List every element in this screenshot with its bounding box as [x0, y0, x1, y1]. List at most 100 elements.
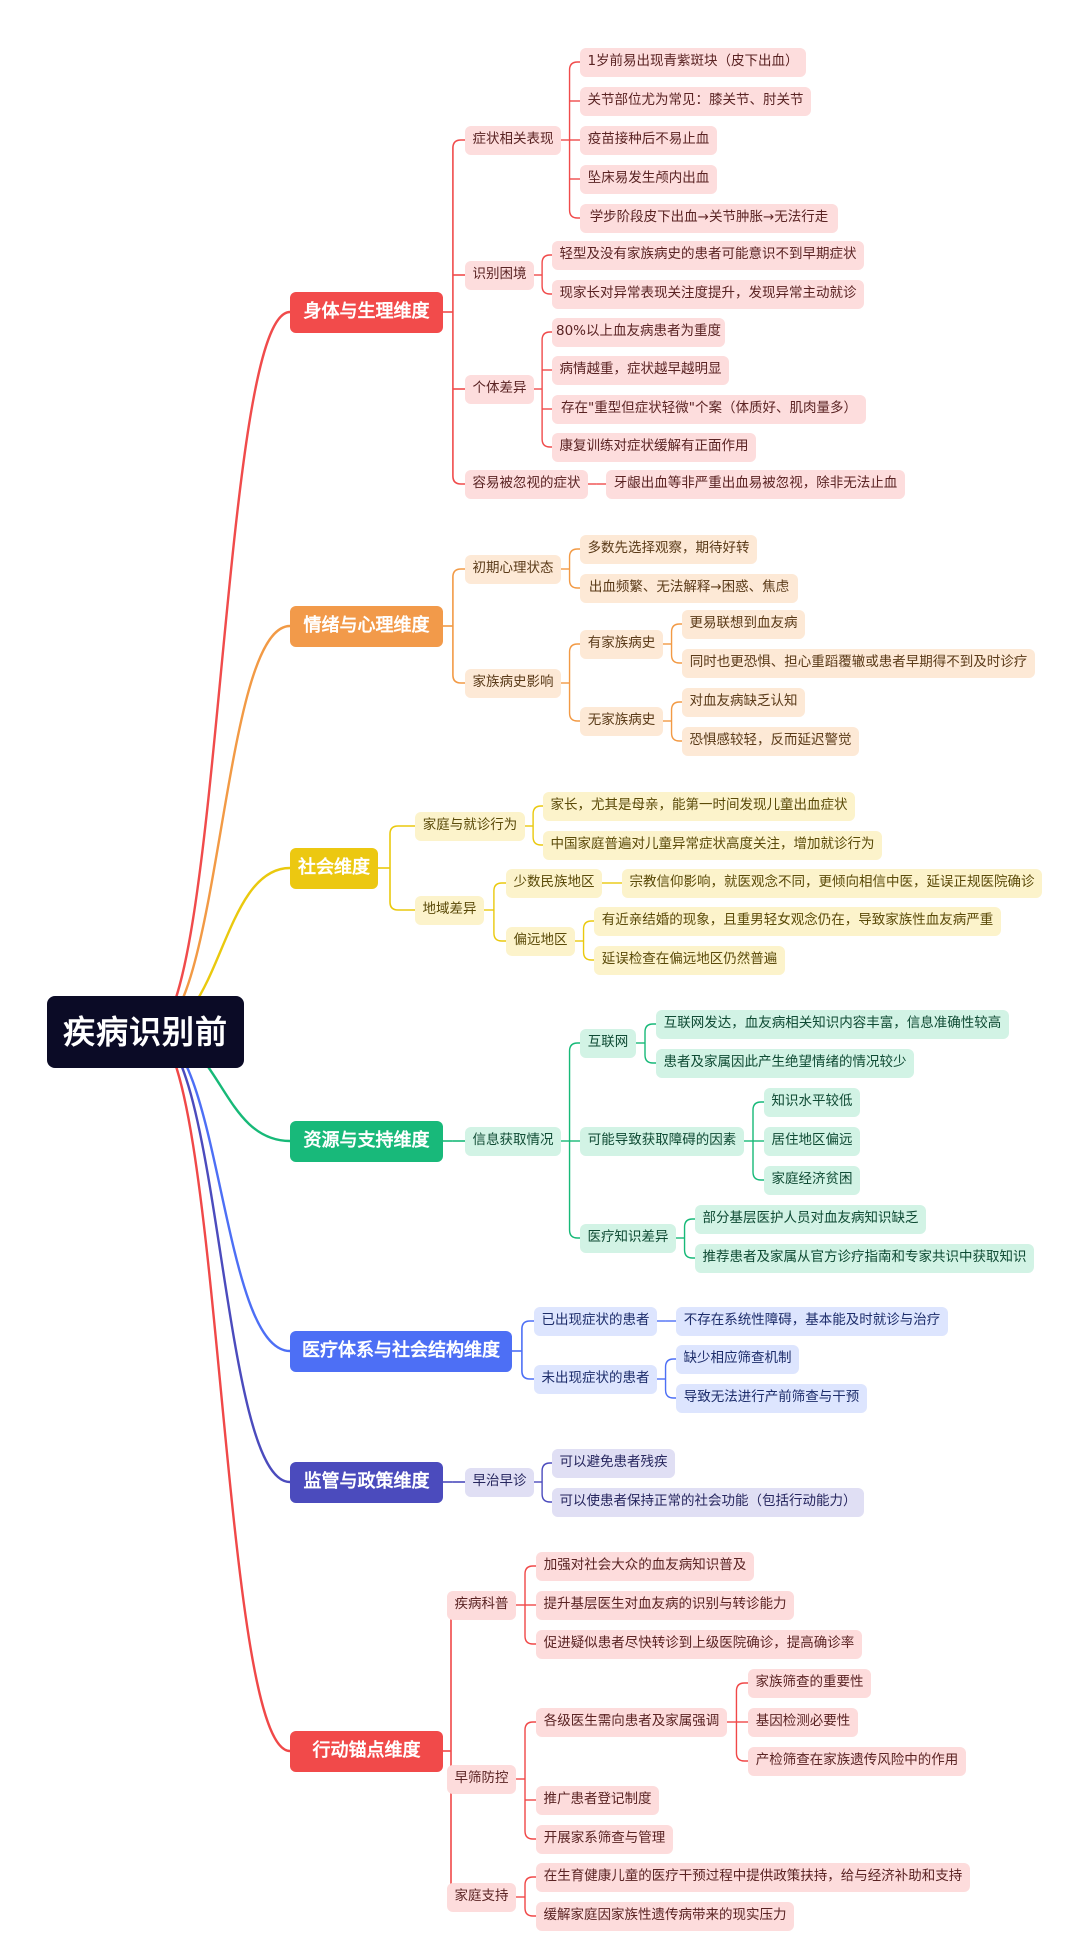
sub-node: 早治早诊 [465, 1467, 534, 1497]
leaf-node: 基因检测必要性 [748, 1707, 858, 1737]
connector-line [452, 568, 465, 578]
leaf-node: 1岁前易出现青紫斑块（皮下出血） [580, 47, 806, 77]
leaf-node: 不存在系统性障碍，基本能及时就诊与治疗 [676, 1306, 948, 1336]
connector-line [524, 1830, 536, 1840]
leaf-node: 居住地区偏远 [764, 1126, 860, 1156]
connector-line [582, 951, 594, 961]
leaf-node: 80%以上血友病患者为重度 [552, 317, 725, 347]
connector-line [683, 1249, 695, 1259]
main-branch-body: 身体与生理维度 [290, 291, 443, 333]
leaf-node: 现家长对异常表现关注度提升，发现异常主动就诊 [552, 279, 864, 309]
leaf-node: 疫苗接种后不易止血 [580, 125, 717, 155]
leaf-node: 家庭经济贫困 [764, 1165, 860, 1195]
sub-node: 有家族病史 [580, 629, 663, 659]
sub-node: 容易被忽视的症状 [465, 469, 588, 499]
connector-line [532, 805, 543, 815]
connector-line [752, 1171, 764, 1181]
connector-line [568, 712, 580, 722]
main-branch-res: 资源与支持维度 [290, 1120, 443, 1162]
sub-node: 疾病科普 [447, 1590, 516, 1620]
sub-node: 已出现症状的患者 [534, 1306, 657, 1336]
leaf-node: 可以使患者保持正常的社会功能（包括行动能力） [552, 1487, 864, 1517]
leaf-node: 延误检查在偏远地区仍然普遍 [594, 945, 785, 975]
leaf-node: 提升基层医生对血友病的识别与转诊能力 [536, 1590, 794, 1620]
connector-line [670, 732, 682, 742]
leaf-node: 知识水平较低 [764, 1087, 860, 1117]
sub-node: 互联网 [580, 1028, 636, 1058]
leaf-node: 患者及家属因此产生绝望情绪的情况较少 [656, 1048, 914, 1078]
leaf-node: 关节部位尤为常见：膝关节、肘关节 [580, 86, 811, 116]
sub-node: 家族病史影响 [465, 668, 561, 698]
main-branch-reg: 监管与政策维度 [290, 1461, 443, 1503]
connector-line [521, 1320, 534, 1330]
leaf-node: 出血频繁、无法解释→困惑、焦虑 [580, 573, 798, 603]
leaf-node: 开展家系筛查与管理 [536, 1824, 673, 1854]
connector-line [524, 1876, 536, 1886]
sub-node: 各级医生需向患者及家属强调 [536, 1707, 727, 1737]
connector-line [521, 1370, 534, 1380]
connector-line [524, 1721, 536, 1731]
connector-line [582, 920, 594, 930]
main-branch-social: 社会维度 [290, 847, 378, 889]
connector-line [644, 1054, 656, 1064]
connector-line [151, 1030, 291, 1484]
leaf-node: 病情越重，症状越早越明显 [552, 355, 729, 385]
connector-line [532, 836, 543, 846]
leaf-node: 多数先选择观察，期待好转 [580, 534, 757, 564]
leaf-node: 推荐患者及家属从官方诊疗指南和专家共识中获取知识 [695, 1243, 1034, 1273]
leaf-node: 互联网发达，血友病相关知识内容丰富，信息准确性较高 [656, 1009, 1009, 1039]
main-branch-med: 医疗体系与社会结构维度 [290, 1330, 512, 1372]
connector-line [568, 61, 580, 71]
connector-line [541, 438, 552, 448]
connector-line [568, 643, 580, 653]
connector-line [389, 901, 415, 911]
connector-line [452, 674, 465, 684]
connector-line [541, 331, 552, 341]
connector-line [541, 254, 552, 264]
sub-node: 无家族病史 [580, 706, 663, 736]
connector-line [670, 701, 682, 711]
sub-node: 未出现症状的患者 [534, 1364, 657, 1394]
connector-line [452, 475, 465, 485]
connector-line [568, 1229, 580, 1239]
leaf-node: 家族筛查的重要性 [748, 1668, 871, 1698]
sub-node: 早筛防控 [447, 1764, 516, 1794]
leaf-node: 导致无法进行产前筛查与干预 [676, 1383, 867, 1413]
root-node: 疾病识别前 [47, 996, 244, 1068]
leaf-node: 推广患者登记制度 [536, 1785, 659, 1815]
main-branch-act: 行动锚点维度 [290, 1730, 443, 1772]
main-branch-emo: 情绪与心理维度 [290, 605, 443, 647]
connector-line [151, 1030, 291, 1753]
connector-line [493, 932, 506, 942]
connector-line [524, 1635, 536, 1645]
leaf-node: 促进疑似患者尽快转诊到上级医院确诊，提高确诊率 [536, 1629, 862, 1659]
sub-node: 医疗知识差异 [580, 1223, 676, 1253]
leaf-node: 在生育健康儿童的医疗干预过程中提供政策扶持，给与经济补助和支持 [536, 1862, 970, 1892]
connector-line [664, 1389, 676, 1399]
leaf-node: 学步阶段皮下出血→关节肿胀→无法行走 [580, 203, 838, 233]
connector-line [493, 882, 506, 892]
connector-line [568, 548, 580, 558]
connector-line [541, 285, 552, 295]
connector-line [644, 1023, 656, 1033]
leaf-node: 同时也更恐惧、担心重蹈覆辙或患者早期得不到及时诊疗 [682, 648, 1035, 678]
connector-line [151, 624, 291, 1034]
connector-line [524, 1565, 536, 1575]
sub-node: 信息获取情况 [465, 1126, 561, 1156]
leaf-node: 家长，尤其是母亲，能第一时间发现儿童出血症状 [543, 791, 855, 821]
leaf-node: 牙龈出血等非严重出血易被忽视，除非无法止血 [606, 469, 905, 499]
leaf-node: 可以避免患者残疾 [552, 1448, 675, 1478]
sub-node: 症状相关表现 [465, 125, 561, 155]
connector-line [568, 1042, 580, 1052]
leaf-node: 缓解家庭因家族性遗传病带来的现实压力 [536, 1901, 794, 1931]
connector-line [683, 1218, 695, 1228]
connector-line [151, 1030, 291, 1353]
connector-line [151, 310, 291, 1034]
leaf-node: 部分基层医护人员对血友病知识缺乏 [695, 1204, 926, 1234]
sub-node: 可能导致获取障碍的因素 [580, 1126, 744, 1156]
connector-line [735, 1682, 748, 1692]
connector-line [735, 1752, 748, 1762]
leaf-node: 坠床易发生颅内出血 [580, 164, 717, 194]
leaf-node: 产检筛查在家族遗传风险中的作用 [748, 1746, 966, 1776]
